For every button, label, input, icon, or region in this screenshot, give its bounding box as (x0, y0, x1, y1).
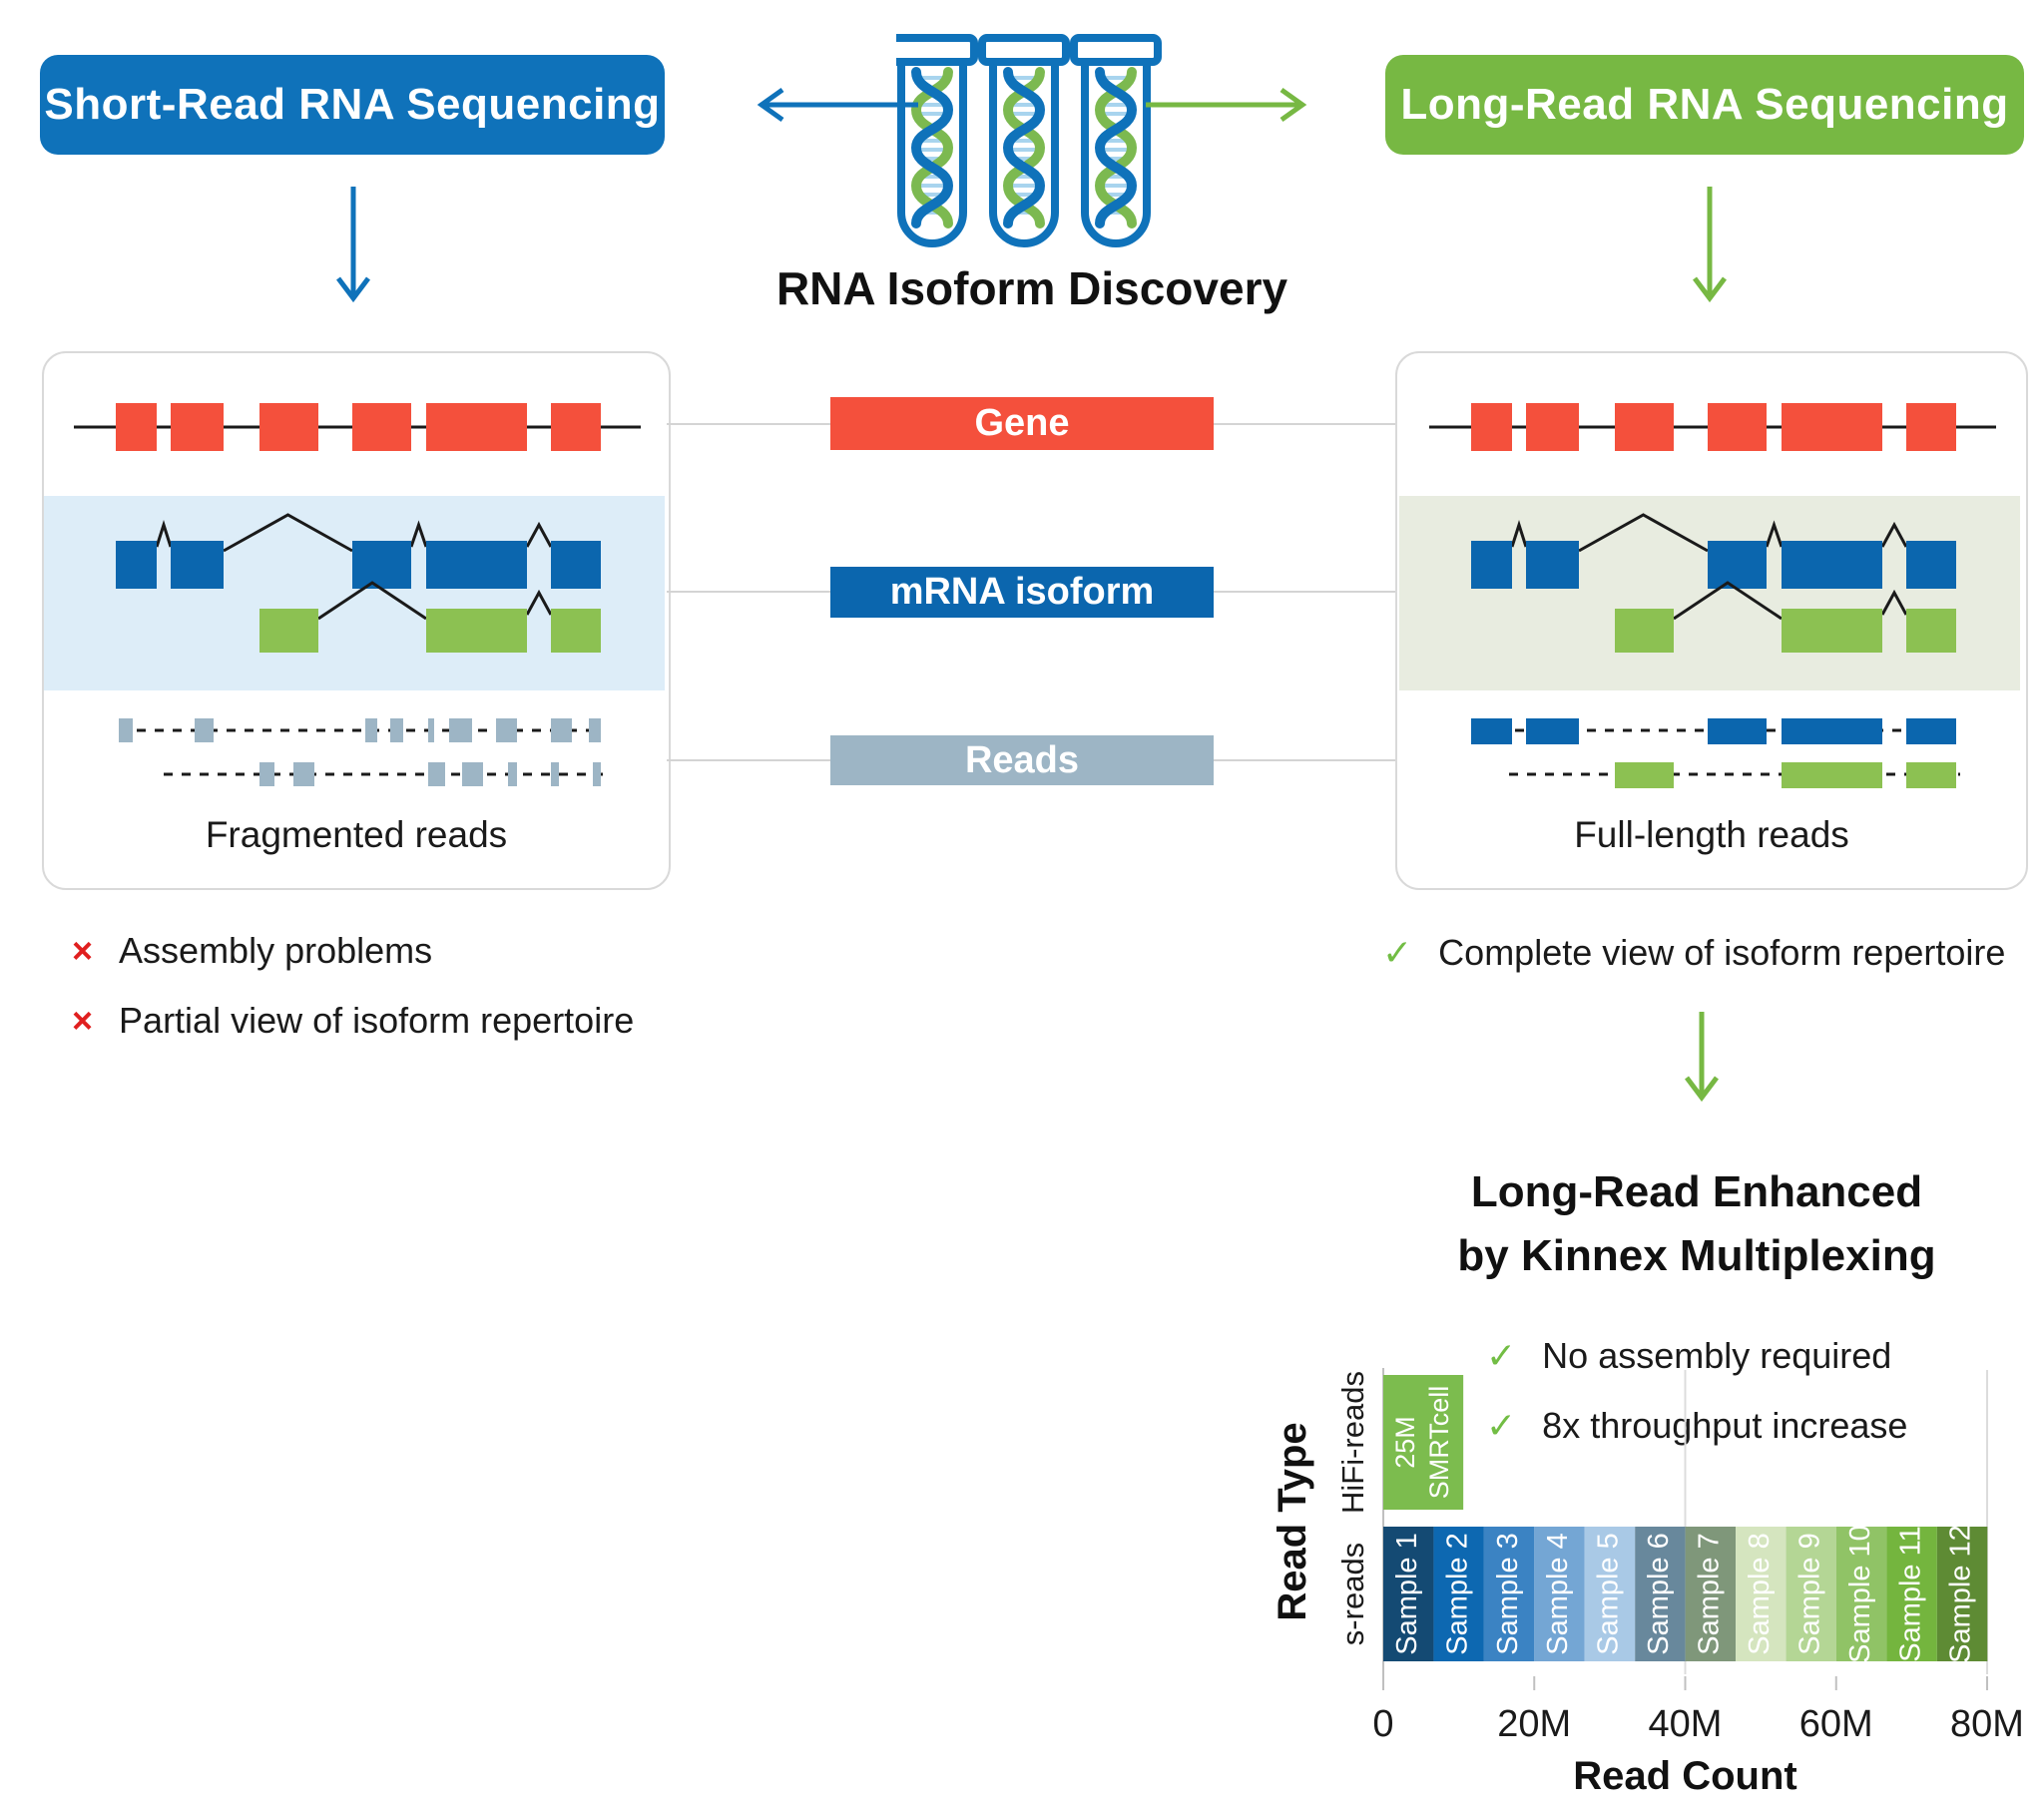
kinnex-heading-line1: Long-Read Enhanced (1470, 1167, 1923, 1216)
rna-test-tubes-icon (896, 34, 1162, 247)
svg-text:Sample 9: Sample 9 (1793, 1533, 1825, 1655)
svg-text:Sample 1: Sample 1 (1391, 1533, 1423, 1655)
page-title: RNA Isoform Discovery (775, 262, 1288, 314)
short-read-panel: Fragmented reads (42, 351, 671, 890)
svg-text:Sample 4: Sample 4 (1542, 1533, 1574, 1655)
s-read-sample-segment: Sample 3 (1483, 1527, 1535, 1661)
x-tick-label: 20M (1497, 1703, 1571, 1745)
gene-track (1429, 403, 1996, 451)
x-tick-label: 80M (1950, 1703, 2024, 1745)
bullet-text: Complete view of isoform repertoire (1438, 932, 2006, 973)
s-read-sample-segment: Sample 10 (1835, 1525, 1887, 1663)
s-read-sample-segment: Sample 2 (1433, 1527, 1484, 1661)
arrow-down-kinnex-icon (1685, 1012, 1719, 1103)
full-length-reads-caption: Full-length reads (1574, 814, 1849, 855)
s-read-sample-segment: Sample 7 (1685, 1527, 1737, 1661)
arrow-down-left-icon (336, 187, 370, 303)
connector-gene-left (667, 423, 830, 425)
y-axis-title: Read Type (1271, 1422, 1314, 1620)
full-length-reads (1471, 718, 1960, 788)
svg-text:Sample 2: Sample 2 (1441, 1533, 1473, 1655)
long-read-sequencing-button: Long-Read RNA Sequencing (1385, 55, 2024, 155)
x-tick-label: 40M (1649, 1703, 1723, 1745)
connector-reads-right (1214, 759, 1395, 761)
kinnex-pro-1: ✓ No assembly required (1486, 1335, 1891, 1377)
mrna-isoform-blue (1471, 513, 1956, 589)
bullet-text: Partial view of isoform repertoire (119, 1000, 635, 1041)
fragmented-reads (119, 718, 603, 786)
svg-text:Sample 12: Sample 12 (1945, 1525, 1977, 1663)
check-icon: ✓ (1486, 1335, 1517, 1376)
svg-text:25M: 25M (1390, 1416, 1420, 1469)
s-read-sample-segment: Sample 8 (1736, 1527, 1787, 1661)
bullet-text: No assembly required (1542, 1335, 1892, 1376)
svg-text:SMRTcell: SMRTcell (1424, 1386, 1454, 1500)
bullet-text: Assembly problems (119, 930, 433, 971)
s-read-sample-segment: Sample 4 (1534, 1527, 1585, 1661)
svg-text:Sample 8: Sample 8 (1744, 1533, 1776, 1655)
gene-track (74, 403, 641, 451)
x-axis-title: Read Count (1573, 1754, 1796, 1798)
kinnex-heading: Long-Read Enhanced by Kinnex Multiplexin… (1387, 1160, 2006, 1288)
connector-reads-left (667, 759, 830, 761)
svg-text:Sample 7: Sample 7 (1694, 1533, 1726, 1655)
s-read-sample-segment: Sample 6 (1635, 1527, 1686, 1661)
check-icon: ✓ (1486, 1405, 1517, 1446)
long-read-panel: Full-length reads (1395, 351, 2028, 890)
kinnex-heading-line2: by Kinnex Multiplexing (1457, 1231, 1936, 1280)
kinnex-pro-2: ✓ 8x throughput increase (1486, 1405, 1907, 1447)
arrow-left-icon (757, 87, 918, 123)
svg-text:Sample 10: Sample 10 (1844, 1525, 1876, 1663)
connector-mrna-right (1214, 591, 1395, 593)
s-read-sample-segment: Sample 5 (1584, 1527, 1636, 1661)
connector-mrna-left (667, 591, 830, 593)
check-icon: ✓ (1382, 932, 1413, 973)
mrna-isoform-track-label: mRNA isoform (830, 567, 1214, 618)
s-read-sample-segment: Sample 12 (1936, 1525, 1988, 1663)
s-read-sample-segment: Sample 11 (1886, 1526, 1937, 1662)
x-tick-label: 60M (1799, 1703, 1873, 1745)
mrna-isoform-green (259, 581, 601, 653)
short-read-con-2: × Partial view of isoform repertoire (72, 1000, 634, 1042)
bullet-text: 8x throughput increase (1542, 1405, 1908, 1446)
fragmented-reads-caption: Fragmented reads (205, 814, 508, 855)
hifi-reads-category-label: HiFi-reads (1335, 1371, 1370, 1514)
svg-text:Sample 3: Sample 3 (1492, 1533, 1524, 1655)
cross-icon: × (72, 1000, 94, 1041)
svg-text:Sample 11: Sample 11 (1894, 1526, 1926, 1662)
long-read-pro-1: ✓ Complete view of isoform repertoire (1382, 932, 2005, 974)
svg-text:Sample 6: Sample 6 (1643, 1533, 1675, 1655)
svg-text:Sample 5: Sample 5 (1593, 1533, 1625, 1655)
long-read-diagram (1399, 403, 2020, 788)
arrow-right-icon (1146, 87, 1307, 123)
s-read-sample-segment: Sample 9 (1786, 1527, 1836, 1661)
connector-gene-right (1214, 423, 1395, 425)
short-read-sequencing-button: Short-Read RNA Sequencing (40, 55, 665, 155)
s-read-sample-segment: Sample 1 (1383, 1527, 1434, 1661)
arrow-down-right-icon (1693, 187, 1727, 303)
mrna-isoform-blue (116, 513, 601, 589)
short-read-diagram (44, 403, 665, 786)
reads-track-label: Reads (830, 735, 1214, 785)
gene-track-label: Gene (830, 397, 1214, 450)
x-tick-label: 0 (1372, 1703, 1393, 1745)
s-reads-category-label: s-reads (1335, 1543, 1370, 1645)
short-read-con-1: × Assembly problems (72, 930, 432, 972)
cross-icon: × (72, 930, 94, 971)
mrna-isoform-green (1615, 581, 1956, 653)
